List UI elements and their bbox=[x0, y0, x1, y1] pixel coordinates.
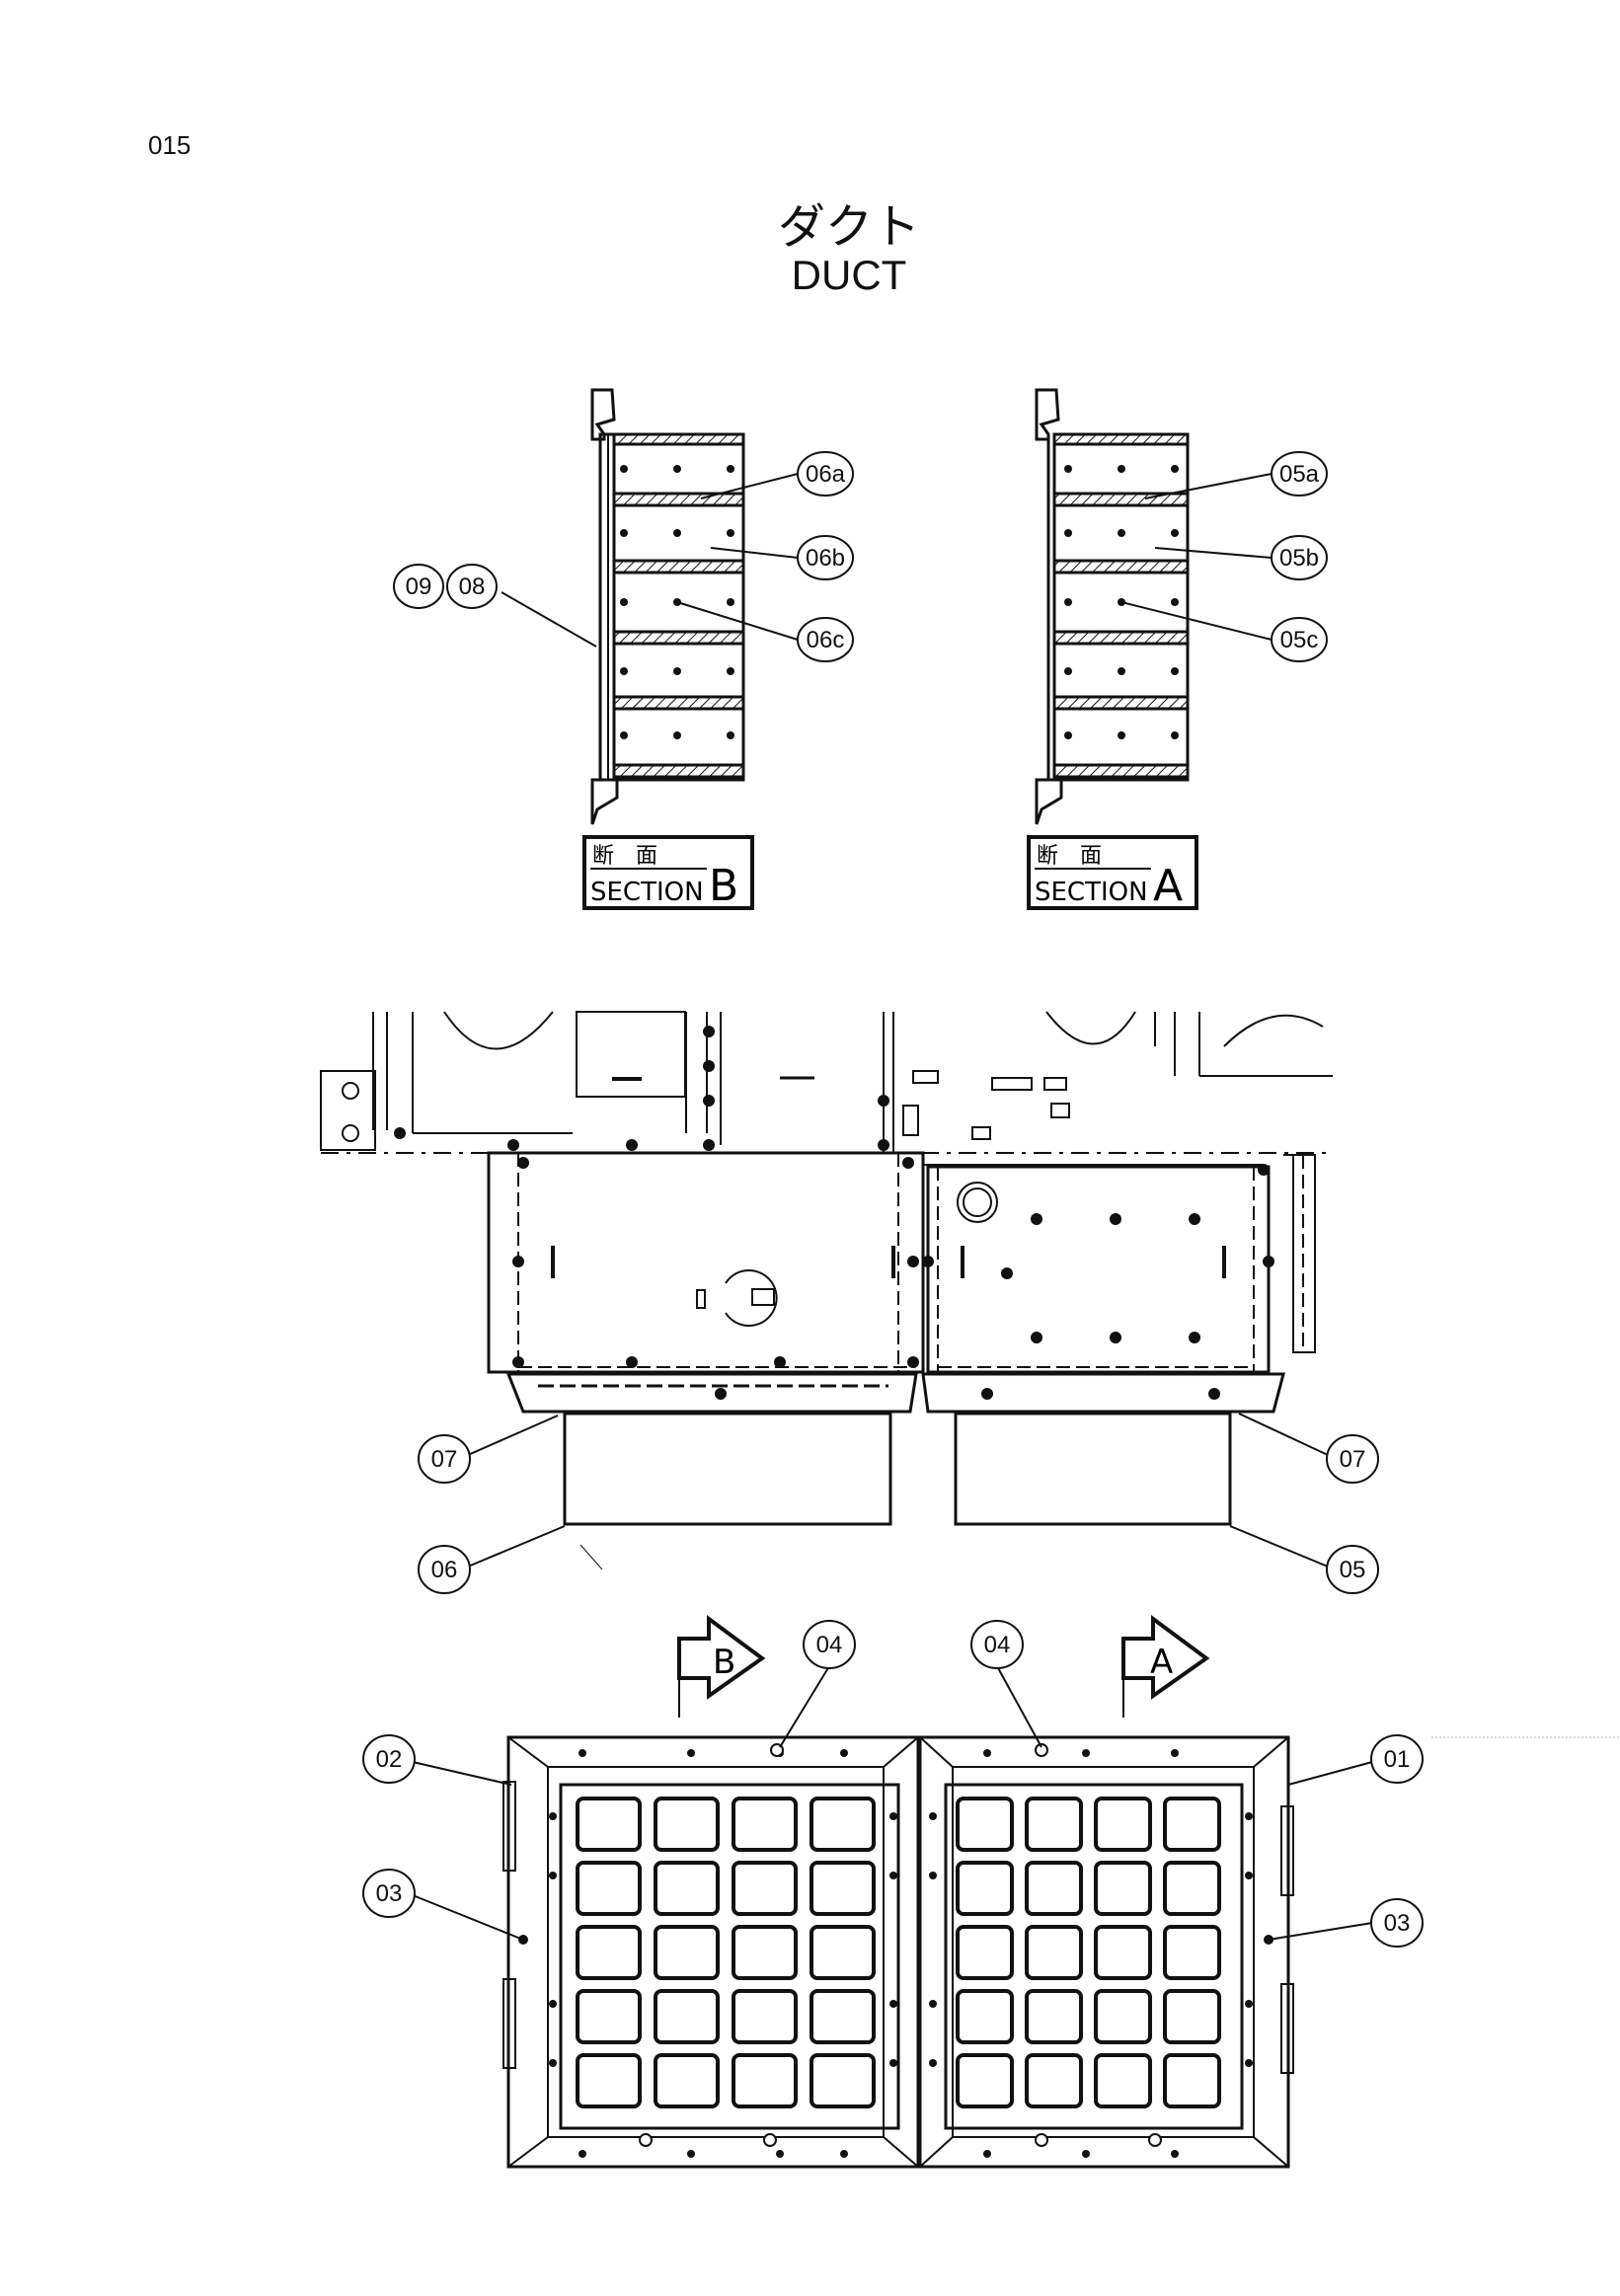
grille-cell bbox=[732, 1925, 798, 1980]
callout-05a: 05a bbox=[1279, 461, 1320, 488]
section-b-view bbox=[501, 388, 799, 825]
section-label-a: 断 面 SECTION A bbox=[1027, 835, 1198, 911]
section-b-jp: 断 面 bbox=[592, 844, 657, 869]
grille-cell bbox=[576, 1989, 642, 2044]
grille-cell bbox=[1163, 2053, 1221, 2108]
section-a-letter: A bbox=[1153, 861, 1183, 911]
grille-cell bbox=[654, 1797, 720, 1852]
grille-cell bbox=[654, 1925, 720, 1980]
grille-cell bbox=[654, 1861, 720, 1916]
grille-cell bbox=[1025, 1925, 1083, 1980]
callout-05c: 05c bbox=[1280, 627, 1319, 653]
grille-cell bbox=[654, 2053, 720, 2108]
grille-cell bbox=[732, 1861, 798, 1916]
section-label-b: 断 面 SECTION B bbox=[582, 835, 754, 911]
callout-06c: 06c bbox=[807, 627, 845, 653]
callout-01: 01 bbox=[1384, 1746, 1411, 1773]
grille-cell bbox=[732, 1989, 798, 2044]
view-arrow-b-letter: B bbox=[713, 1643, 735, 1682]
grille-cell bbox=[576, 1925, 642, 1980]
section-b-letter: B bbox=[709, 861, 738, 911]
grille-cell bbox=[1094, 1989, 1152, 2044]
view-arrow-a-letter: A bbox=[1150, 1643, 1173, 1682]
grille-cell bbox=[1163, 1861, 1221, 1916]
callout-02: 02 bbox=[376, 1746, 403, 1773]
grille-cell bbox=[810, 1989, 876, 2044]
section-a-jp: 断 面 bbox=[1037, 844, 1102, 869]
callout-03-left: 03 bbox=[376, 1880, 403, 1907]
page-number: 015 bbox=[148, 130, 192, 160]
grille-cell bbox=[1163, 1797, 1221, 1852]
plan-leaders bbox=[412, 1665, 1373, 1941]
grille-cells bbox=[576, 1797, 1221, 2108]
callout-05: 05 bbox=[1340, 1557, 1366, 1583]
callout-09: 09 bbox=[406, 574, 432, 600]
grille-cell bbox=[810, 2053, 876, 2108]
section-b-en: SECTION bbox=[590, 878, 704, 907]
grille-cell bbox=[1025, 1861, 1083, 1916]
duct-assembly-side-view bbox=[320, 1011, 1333, 1570]
grille-cell bbox=[1163, 1925, 1221, 1980]
grille-cell bbox=[956, 1797, 1014, 1852]
callout-03-right: 03 bbox=[1384, 1910, 1411, 1937]
grille-cell bbox=[576, 1797, 642, 1852]
callout-04-left: 04 bbox=[816, 1632, 843, 1658]
section-a-en: SECTION bbox=[1035, 878, 1148, 907]
view-arrow-a: A bbox=[1121, 1615, 1210, 1718]
grille-cell bbox=[1163, 1989, 1221, 2044]
grille-cell bbox=[1094, 1925, 1152, 1980]
grille-cell bbox=[732, 2053, 798, 2108]
grille-cell bbox=[654, 1989, 720, 2044]
callout-04-right: 04 bbox=[984, 1632, 1011, 1658]
callout-07-right: 07 bbox=[1340, 1446, 1366, 1473]
view-arrow-b: B bbox=[677, 1615, 766, 1718]
assembly-leaders bbox=[467, 1413, 1329, 1568]
grille-cell bbox=[1094, 1797, 1152, 1852]
section-a-view bbox=[1035, 388, 1273, 825]
callout-06a: 06a bbox=[806, 461, 846, 488]
grille-cell bbox=[576, 2053, 642, 2108]
grille-cell bbox=[1025, 1797, 1083, 1852]
plan-holes bbox=[639, 1743, 1162, 2147]
assembly-callout-circles bbox=[418, 1434, 1379, 1594]
plan-callout-circles bbox=[362, 1620, 1424, 1948]
grille-cell bbox=[1094, 1861, 1152, 1916]
assembly-bolts bbox=[394, 1026, 1274, 1400]
grille-cell bbox=[956, 1925, 1014, 1980]
grille-cell bbox=[576, 1861, 642, 1916]
callout-06b: 06b bbox=[806, 545, 845, 572]
title-japanese: ダクト bbox=[777, 201, 920, 254]
plan-bolts bbox=[518, 1749, 1273, 2158]
callout-07-left: 07 bbox=[431, 1446, 458, 1473]
grille-cell bbox=[956, 2053, 1014, 2108]
grille-cell bbox=[1025, 1989, 1083, 2044]
callout-05b: 05b bbox=[1279, 545, 1319, 572]
grille-cell bbox=[810, 1861, 876, 1916]
grille-cell bbox=[956, 1861, 1014, 1916]
grille-cell bbox=[956, 1989, 1014, 2044]
grille-cell bbox=[732, 1797, 798, 1852]
callout-06: 06 bbox=[431, 1557, 458, 1583]
section-a-plates bbox=[1052, 432, 1190, 779]
grille-cell bbox=[1094, 2053, 1152, 2108]
grille-cell bbox=[1025, 2053, 1083, 2108]
title-english: DUCT bbox=[791, 252, 907, 298]
callout-08: 08 bbox=[459, 574, 486, 600]
grille-cell bbox=[810, 1925, 876, 1980]
grille-cell bbox=[810, 1797, 876, 1852]
section-callouts bbox=[393, 451, 1328, 662]
